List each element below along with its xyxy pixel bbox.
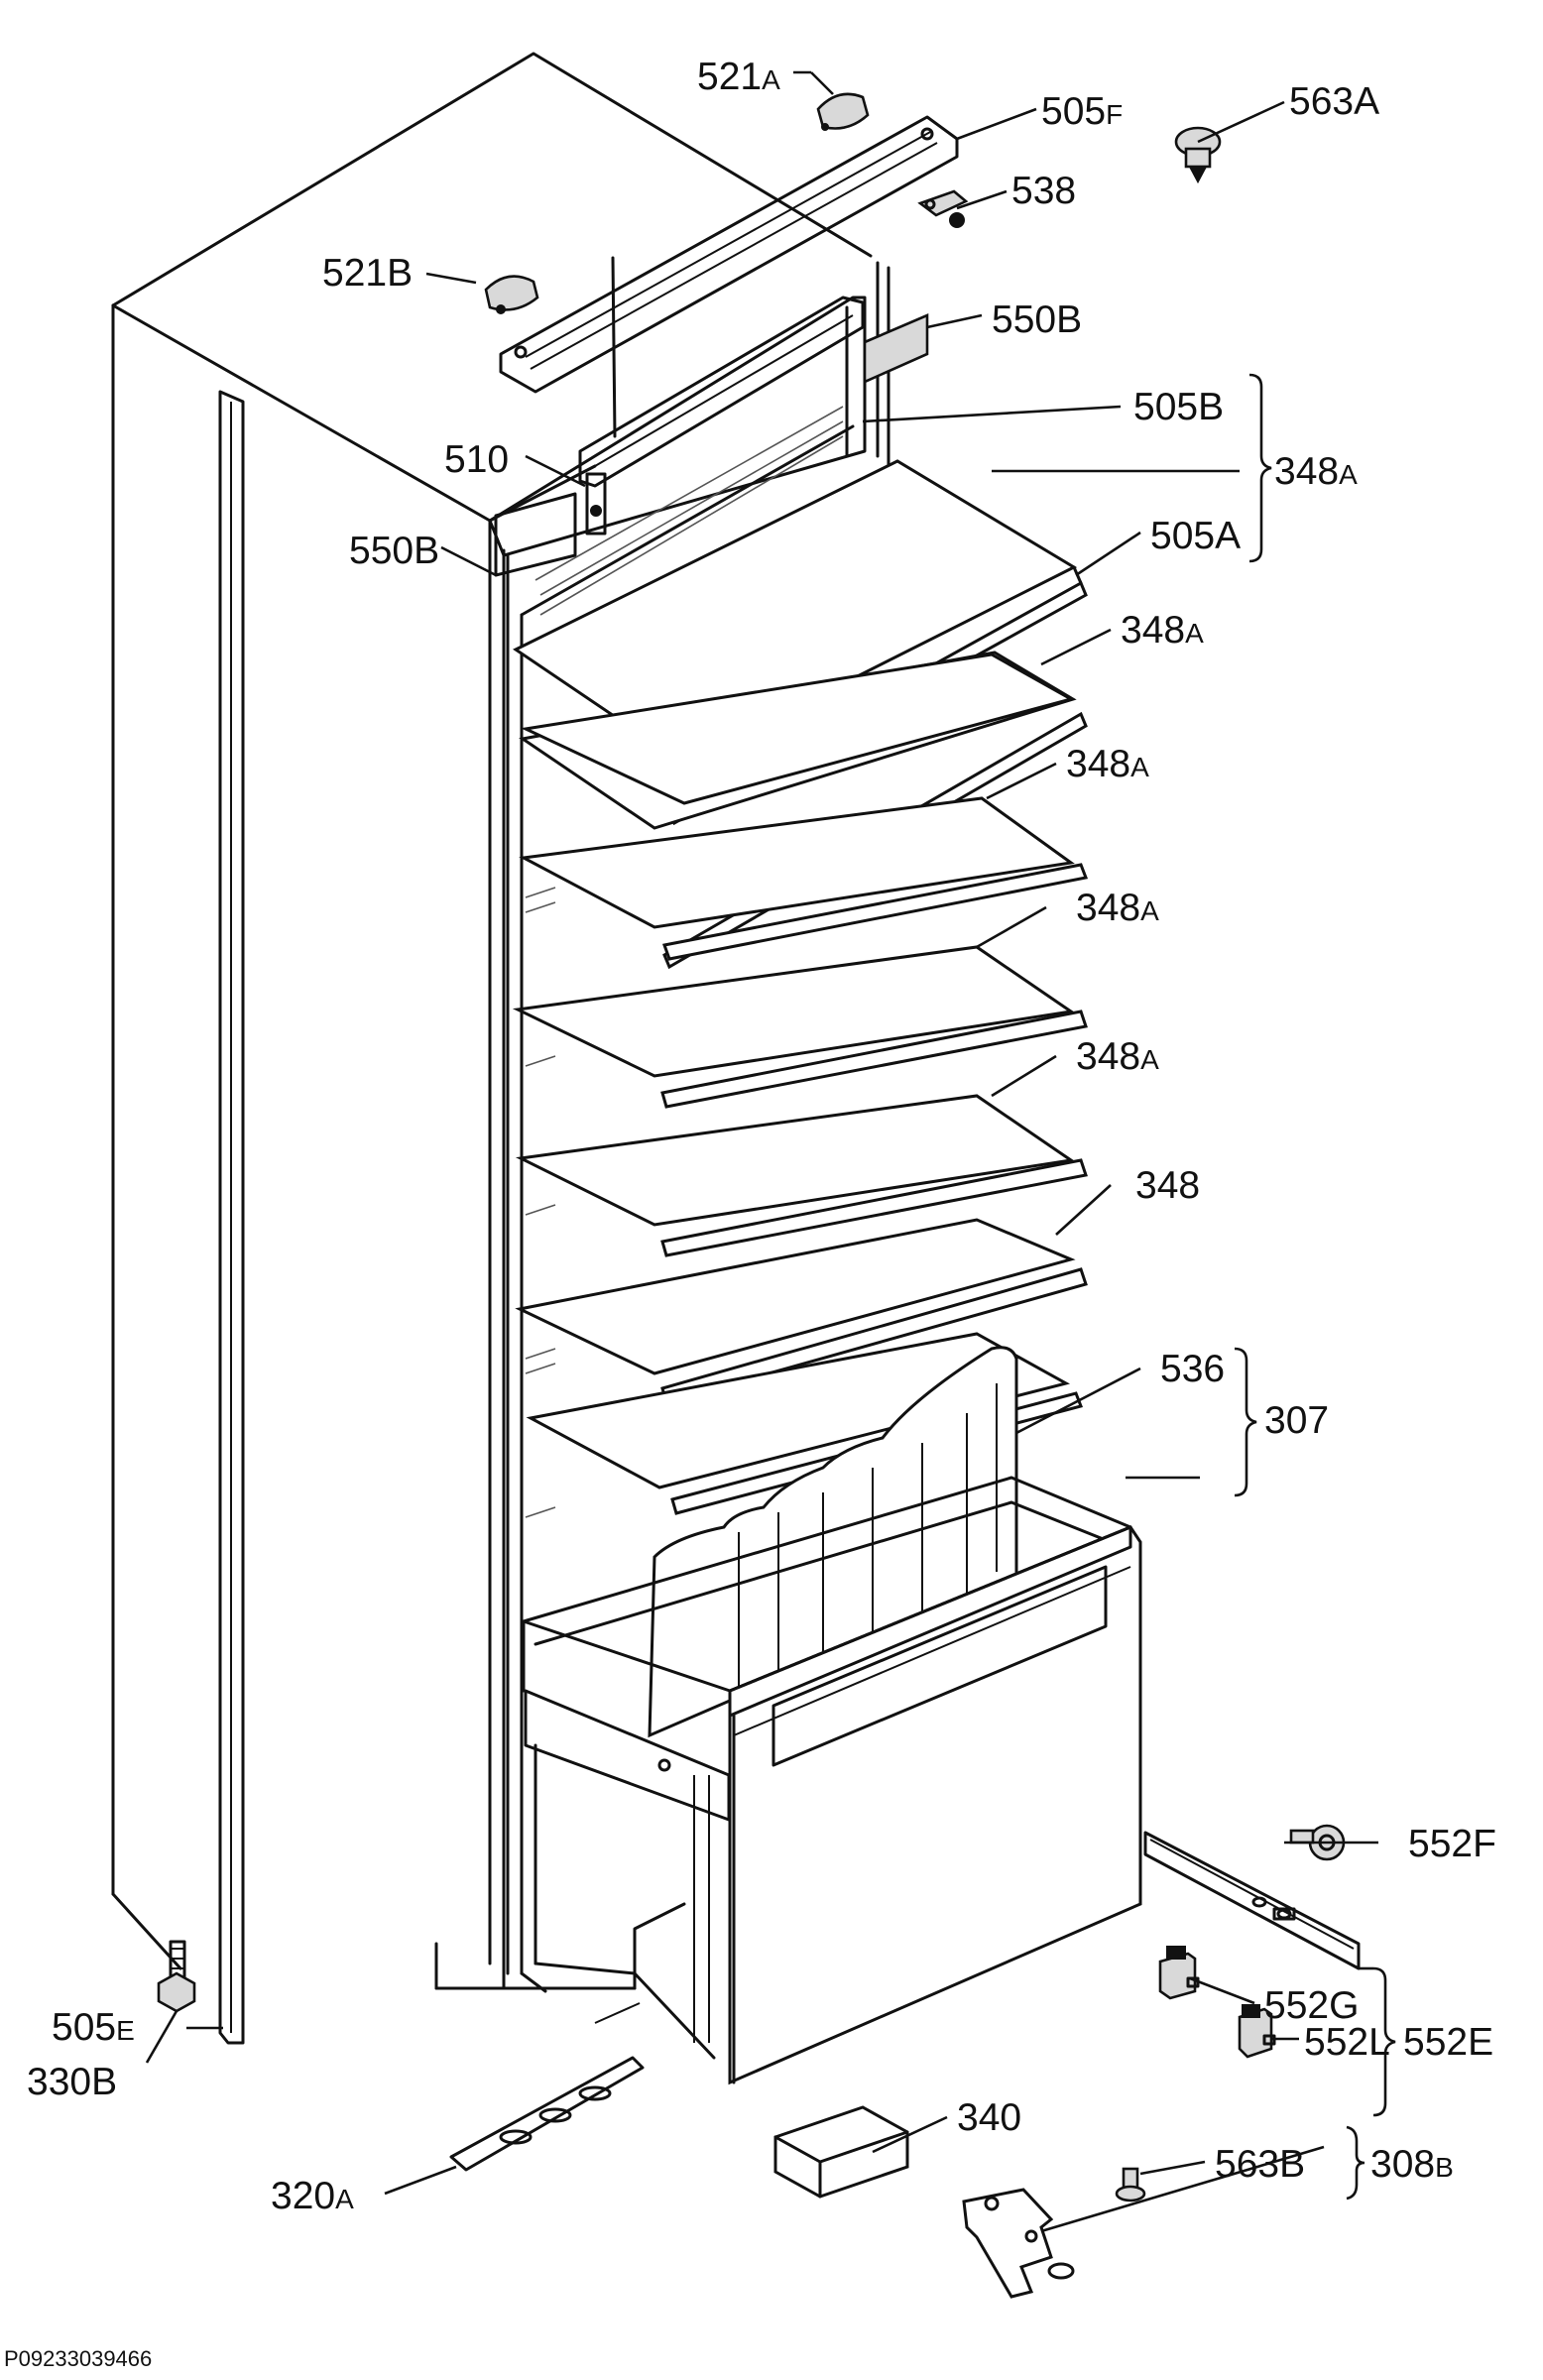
callout-labels: 521A 505F 563A 538 521B 550B 505B 510 34… — [27, 56, 1496, 2217]
label-348: 348 — [1135, 1164, 1200, 1207]
clip-552g — [1158, 1946, 1200, 2000]
label-348a-group: 348A — [1274, 450, 1358, 493]
label-505b: 505B — [1133, 386, 1224, 428]
label-552l: 552L — [1304, 2021, 1390, 2064]
glass-shelf-4 — [512, 945, 1088, 1109]
hinge-cap-521b — [484, 275, 539, 314]
label-348a-2: 348A — [1066, 743, 1149, 785]
label-340: 340 — [957, 2096, 1021, 2139]
label-330b: 330B — [27, 2061, 117, 2103]
label-308b: 308B — [1370, 2143, 1454, 2186]
leveling-foot-330b — [157, 1940, 196, 2013]
label-538: 538 — [1011, 170, 1076, 212]
block-340 — [773, 2105, 909, 2199]
label-307: 307 — [1264, 1399, 1329, 1442]
label-505a: 505A — [1150, 515, 1241, 557]
label-510: 510 — [444, 438, 509, 481]
light-housing-505b — [494, 296, 865, 577]
rail-320a — [449, 2002, 645, 2172]
label-505f: 505F — [1041, 90, 1123, 133]
glass-shelf-3 — [519, 796, 1089, 961]
hinge-308b — [962, 2188, 1075, 2299]
door-gasket-505e — [218, 390, 245, 2045]
glass-shelves — [512, 459, 1089, 1515]
label-552g: 552G — [1264, 1984, 1359, 2027]
bracket-538 — [917, 189, 969, 228]
label-521a: 521A — [697, 56, 780, 98]
label-563b: 563B — [1215, 2143, 1305, 2186]
label-505e: 505E — [52, 2006, 135, 2049]
top-hinge-plate-505f — [499, 115, 959, 394]
glass-shelf-5 — [515, 1094, 1088, 1257]
label-521b: 521B — [322, 252, 413, 295]
leader-lines — [145, 70, 1378, 2233]
label-348a-3: 348A — [1076, 887, 1159, 929]
label-550b-top: 550B — [992, 298, 1082, 341]
label-348a-4: 348A — [1076, 1035, 1159, 1078]
label-320a: 320A — [271, 2175, 354, 2217]
label-348a-1: 348A — [1121, 609, 1204, 652]
drawing-code: P09233039466 — [4, 2346, 152, 2371]
crisper-drawer-307 — [522, 1346, 1142, 2085]
label-563a: 563A — [1289, 80, 1379, 123]
label-552e: 552E — [1403, 2021, 1493, 2064]
label-plate-550b — [863, 313, 929, 385]
screw-563b — [1115, 2167, 1146, 2202]
label-552f: 552F — [1408, 1823, 1496, 1865]
label-550b-left: 550B — [349, 530, 439, 572]
braces — [1234, 373, 1396, 2201]
hinge-cap-521a — [816, 92, 870, 131]
label-536: 536 — [1160, 1348, 1225, 1390]
